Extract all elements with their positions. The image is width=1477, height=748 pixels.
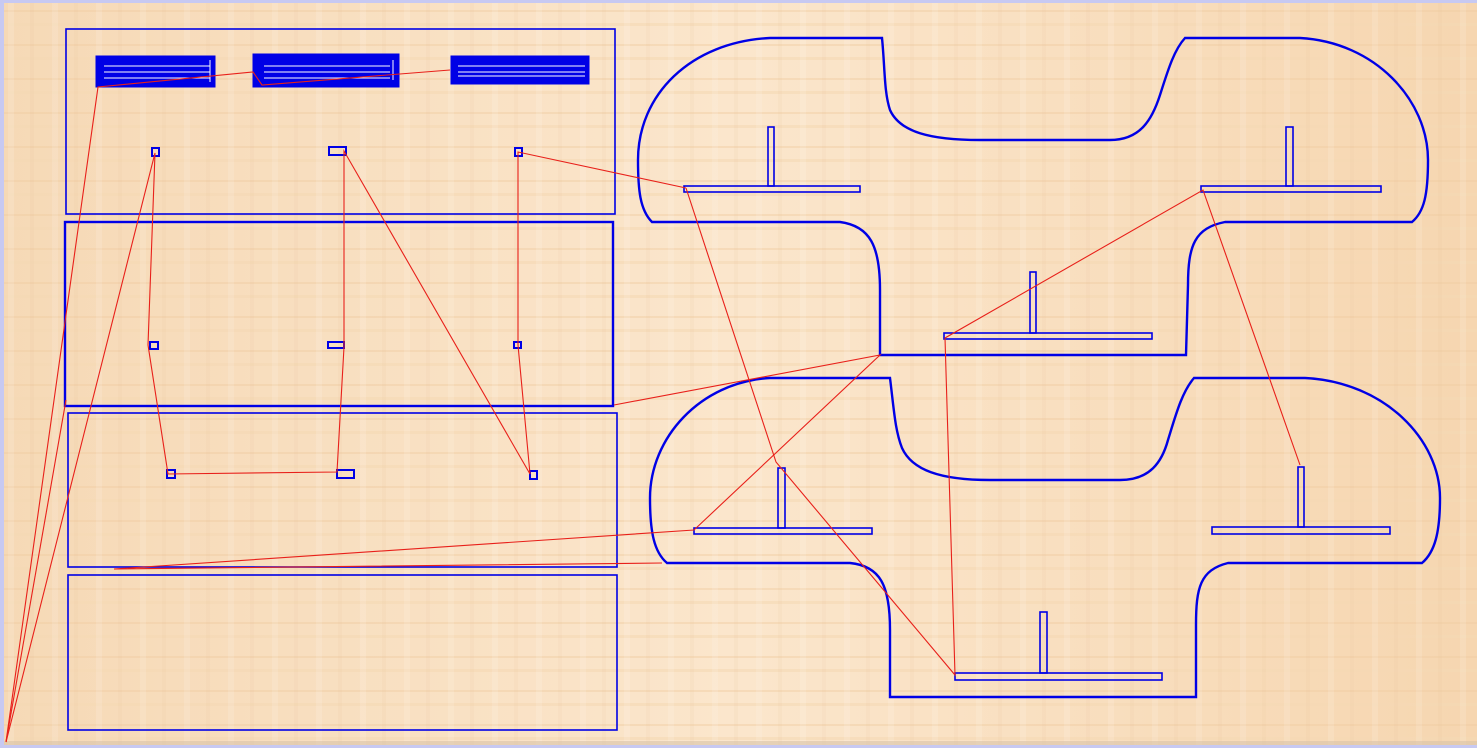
drill-slot[interactable] (149, 341, 159, 350)
panel-top[interactable] (65, 28, 616, 215)
pocket-rect-2[interactable] (252, 53, 400, 88)
sheet-bottom-ruler (4, 741, 1477, 745)
drill-slot[interactable] (328, 146, 347, 156)
pocket-rect-1[interactable] (95, 55, 216, 88)
curved-part-lower[interactable] (648, 376, 1442, 699)
curved-part-upper[interactable] (636, 36, 1430, 357)
panel-second[interactable] (63, 220, 615, 408)
drill-slot[interactable] (336, 469, 355, 479)
panel-bottom[interactable] (67, 574, 618, 731)
tool-path (5, 69, 1301, 743)
wood-sheet-grain (4, 3, 1477, 745)
pocket-rect-3[interactable] (450, 55, 590, 85)
drill-slot[interactable] (529, 470, 538, 480)
drill-slot[interactable] (151, 147, 160, 157)
